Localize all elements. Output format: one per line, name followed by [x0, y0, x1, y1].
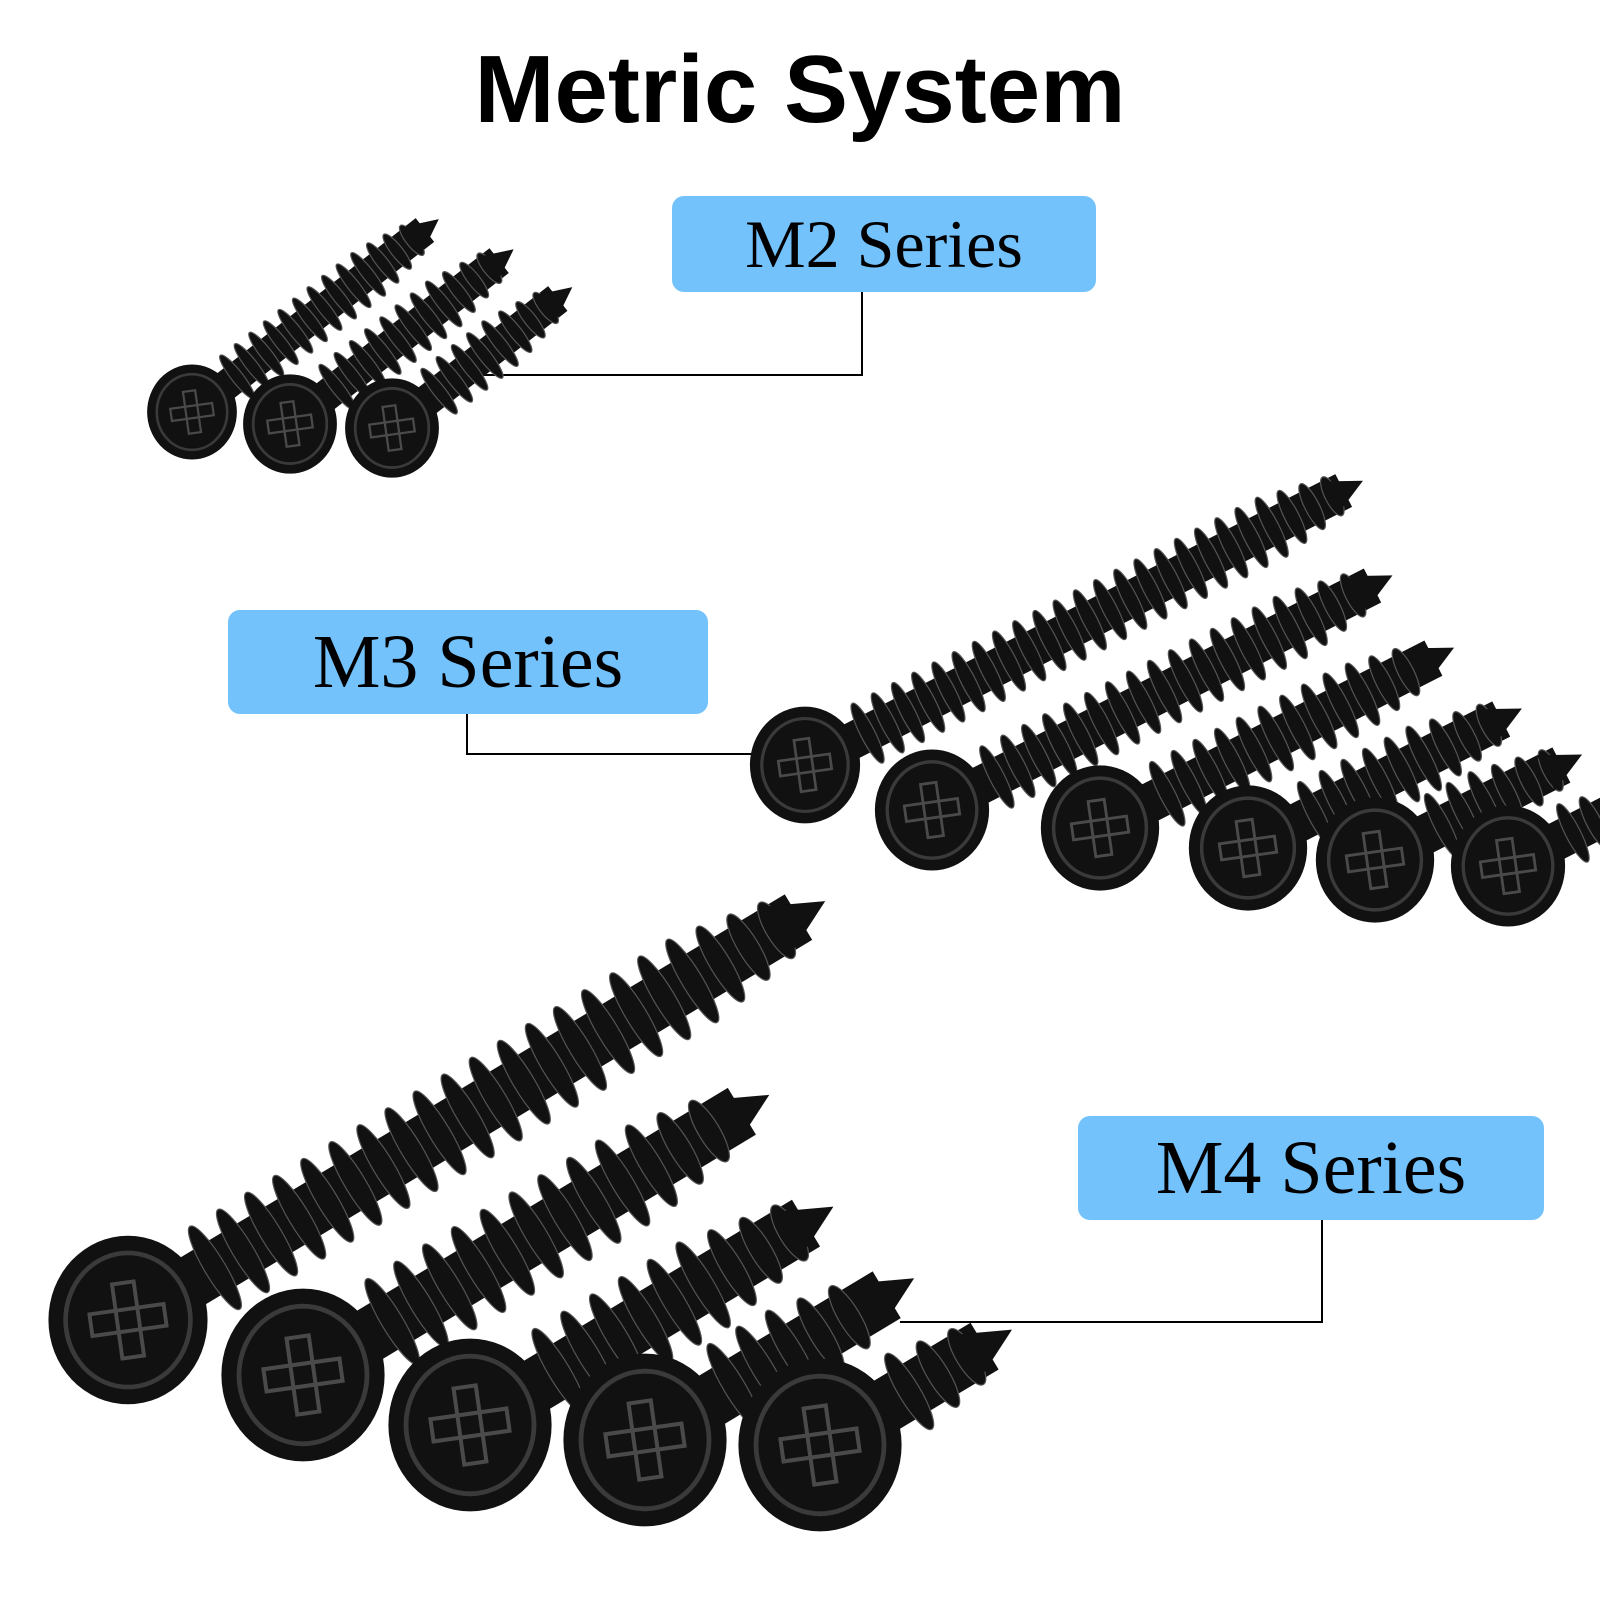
screw — [874, 568, 1393, 871]
leader-lines — [450, 292, 1323, 1323]
screw — [1450, 783, 1600, 927]
m3-screw-group — [749, 474, 1600, 927]
screw-groups — [48, 218, 1600, 1532]
m4-screw-group — [48, 894, 1013, 1532]
page-title: Metric System — [474, 36, 1126, 143]
leader-line — [900, 1220, 1323, 1323]
screw — [243, 248, 514, 474]
screw — [345, 286, 573, 478]
screw — [1040, 640, 1455, 891]
m3-series-label: M3 Series — [228, 610, 708, 714]
m4-series-label: M4 Series — [1078, 1116, 1544, 1220]
screw — [388, 1199, 834, 1512]
leader-line — [466, 714, 800, 755]
screw — [1315, 747, 1583, 923]
m2-screw-group — [147, 218, 573, 478]
screw — [738, 1322, 1013, 1532]
screw — [147, 218, 439, 460]
leader-line — [450, 292, 863, 376]
screw — [1188, 701, 1522, 911]
screw — [749, 474, 1363, 824]
m2-series-label: M2 Series — [672, 196, 1096, 292]
screw — [48, 894, 826, 1405]
screw — [563, 1271, 915, 1527]
screw — [221, 1087, 770, 1462]
